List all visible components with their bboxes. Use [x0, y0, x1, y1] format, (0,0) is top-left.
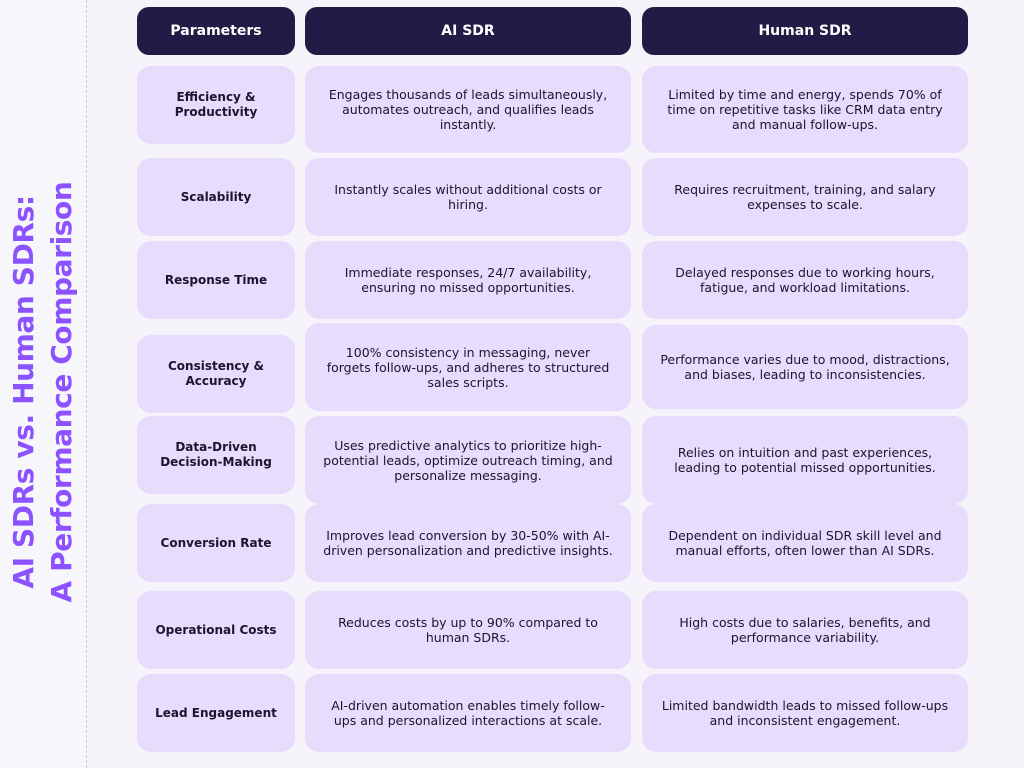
page-title-line-1: AI SDRs vs. Human SDRs: — [7, 195, 40, 589]
header-human-sdr: Human SDR — [642, 7, 968, 55]
row-parameter: Lead Engagement — [137, 674, 295, 752]
row-parameter: Consistency & Accuracy — [137, 335, 295, 413]
page-title: AI SDRs vs. Human SDRs: A Performance Co… — [5, 72, 81, 712]
row-human-cell: Requires recruitment, training, and sala… — [642, 158, 968, 236]
header-parameters: Parameters — [137, 7, 295, 55]
page-title-line-2: A Performance Comparison — [45, 181, 78, 603]
row-ai-cell: Immediate responses, 24/7 availability, … — [305, 241, 631, 319]
row-parameter: Response Time — [137, 241, 295, 319]
row-parameter: Conversion Rate — [137, 504, 295, 582]
row-ai-cell: 100% consistency in messaging, never for… — [305, 323, 631, 411]
row-parameter: Efficiency & Productivity — [137, 66, 295, 144]
row-human-cell: Performance varies due to mood, distract… — [642, 325, 968, 409]
side-panel: AI SDRs vs. Human SDRs: A Performance Co… — [0, 0, 87, 768]
row-human-cell: Limited bandwidth leads to missed follow… — [642, 674, 968, 752]
row-ai-cell: Uses predictive analytics to prioritize … — [305, 416, 631, 504]
row-human-cell: Dependent on individual SDR skill level … — [642, 504, 968, 582]
header-ai-sdr: AI SDR — [305, 7, 631, 55]
row-ai-cell: AI-driven automation enables timely foll… — [305, 674, 631, 752]
row-ai-cell: Improves lead conversion by 30-50% with … — [305, 504, 631, 582]
row-ai-cell: Instantly scales without additional cost… — [305, 158, 631, 236]
row-human-cell: Relies on intuition and past experiences… — [642, 416, 968, 504]
row-human-cell: Delayed responses due to working hours, … — [642, 241, 968, 319]
row-parameter: Data-Driven Decision-Making — [137, 416, 295, 494]
row-ai-cell: Reduces costs by up to 90% compared to h… — [305, 591, 631, 669]
row-human-cell: High costs due to salaries, benefits, an… — [642, 591, 968, 669]
row-human-cell: Limited by time and energy, spends 70% o… — [642, 66, 968, 153]
row-parameter: Scalability — [137, 158, 295, 236]
row-parameter: Operational Costs — [137, 591, 295, 669]
row-ai-cell: Engages thousands of leads simultaneousl… — [305, 66, 631, 153]
